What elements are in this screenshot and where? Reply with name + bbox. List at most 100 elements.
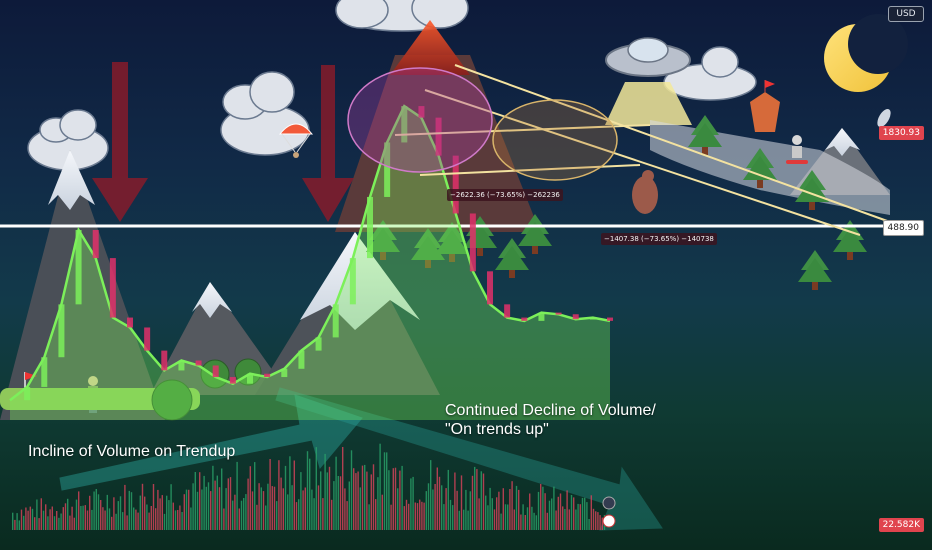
volume-bar [383,452,386,530]
volume-bar [238,508,240,530]
volume-bar [573,497,575,530]
volume-bar [73,517,75,530]
volume-bar [258,483,260,530]
volume-bar [163,513,166,530]
volume-bar [247,478,249,530]
price-candle [315,337,322,351]
volume-bar [355,473,357,530]
circle-highlight [492,99,618,181]
volume-bar [282,488,284,530]
volume-bar [493,509,496,530]
volume-bar [194,472,196,530]
volume-bar [254,462,256,530]
volume-bar [71,506,73,530]
volume-bar [166,495,168,530]
volume-bar [566,490,568,530]
volume-bar [34,517,36,530]
volume-bar [91,509,93,530]
volume-bar [170,484,172,530]
volume-bar [315,447,317,530]
volume-bar [115,513,117,530]
volume-bar [84,505,86,530]
pine-tree-icon [495,238,529,278]
price-candle [487,271,493,305]
volume-bar [146,504,148,530]
volume-bar [58,517,60,530]
price-candle [24,386,31,401]
volume-bar [326,472,328,530]
price-candle [469,213,476,272]
volume-bar [183,494,185,530]
volume-bar [159,498,161,530]
volume-bar [344,488,346,530]
volume-bar [40,498,42,530]
down-right-arrow-icon [275,387,663,531]
pine-tree-icon [435,222,469,262]
volume-bar [526,507,529,530]
volume-bars [12,443,606,530]
annotation-left: Incline of Volume on Trendup [28,443,236,460]
volume-bar [262,491,265,530]
volume-bar [289,456,291,530]
volume-bar [205,486,207,530]
volume-bar [278,460,280,530]
volume-bar [93,491,95,530]
volume-bar [339,476,342,530]
volume-bar [14,519,16,530]
volume-bar [419,499,421,530]
volume-bar [485,495,487,530]
volume-bar [577,503,579,530]
volume-bar [229,477,232,530]
volume-bar [135,509,137,530]
up-right-arrow-icon [59,394,363,491]
volume-bar [309,458,311,530]
volume-bar [150,506,152,530]
volume-bar [185,489,188,530]
volume-bar [117,501,119,530]
volume-bar [333,481,335,530]
volume-bar [535,515,537,530]
volume-bar [337,476,339,530]
volume-bar [311,489,313,530]
volume-bar [128,490,130,530]
volume-bar [86,510,89,530]
volume-bar [317,485,320,530]
volume-bar [575,509,577,530]
volume-bar [273,486,276,530]
volume-bar [491,498,493,530]
volume-bar [498,491,500,530]
volume-bar [471,475,474,530]
volume-bar [100,500,102,530]
down-arrow-icon [92,62,148,222]
volume-bar [394,467,397,530]
volume-bar [414,502,416,530]
price-candle [435,117,442,156]
price-candle [195,360,202,366]
price-candle [367,196,373,259]
volume-bar [443,504,445,530]
volume-bar [467,510,469,530]
price-candle [298,350,305,369]
volume-bar [590,495,592,530]
volume-bar [364,464,366,530]
currency-button[interactable]: USD [888,6,924,22]
volume-bar [518,489,520,530]
volume-bar [304,487,306,530]
volume-bar [465,489,467,530]
volume-bar [67,498,69,530]
volume-bar [522,504,524,530]
volume-bar [438,476,441,530]
price-candle [161,350,168,371]
volume-bar [161,495,163,530]
price-candle [418,106,425,118]
volume-bar [515,485,518,530]
volume-bar [53,516,56,530]
volume-bar [436,467,438,530]
price-marker-top: 1830.93 [878,126,924,140]
volume-bar [216,475,218,530]
volume-bar [520,514,522,530]
price-candle [401,106,408,143]
volume-bar [370,474,372,530]
volume-bar [20,509,23,530]
price-candle [384,142,391,197]
